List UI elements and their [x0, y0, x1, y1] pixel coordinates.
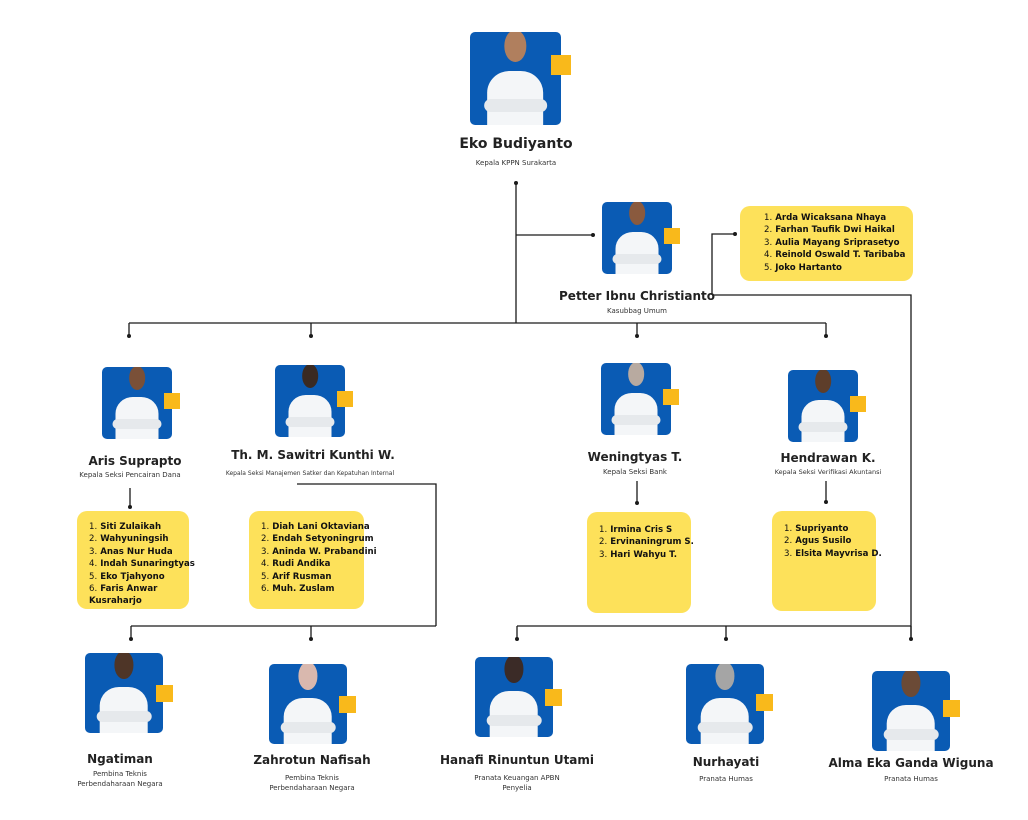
- staff-item: 1.Supriyanto: [784, 524, 849, 534]
- staff-item: 3.Aninda W. Prabandini: [261, 546, 377, 557]
- accent-square: [164, 393, 180, 409]
- connector-dot: [128, 505, 132, 509]
- connector-dot: [635, 334, 639, 338]
- person-silhouette-icon: [96, 653, 152, 733]
- functional-name: Nurhayati: [692, 755, 760, 769]
- section-head-name: Weningtyas T.: [587, 450, 683, 464]
- section-head-role: Kepala Seksi Manajemen Satker dan Kepatu…: [225, 470, 395, 477]
- functional-name: Zahrotun Nafisah: [253, 753, 371, 767]
- connector-dot: [733, 232, 737, 236]
- staff-item: 2.Wahyuningsih: [89, 534, 169, 545]
- section-head-name: Aris Suprapto: [88, 454, 182, 468]
- staff-item: 1.Diah Lani Oktaviana: [261, 522, 370, 532]
- staff-item: 2.Endah Setyoningrum: [261, 534, 374, 545]
- section-head-name: Th. M. Sawitri Kunthi W.: [231, 448, 395, 462]
- accent-square: [545, 689, 562, 706]
- person-silhouette-icon: [483, 32, 548, 125]
- accent-square: [551, 55, 571, 75]
- subhead-name: Petter Ibnu Christianto: [559, 289, 715, 303]
- section-head-role: Kepala Seksi Bank: [603, 468, 667, 476]
- person-silhouette-icon: [486, 657, 542, 737]
- section-head-name: Hendrawan K.: [780, 451, 876, 465]
- staff-item: 2.Agus Susilo: [784, 536, 852, 547]
- staff-item: 2.Farhan Taufik Dwi Haikal: [764, 225, 895, 236]
- person-silhouette-icon: [112, 367, 162, 439]
- functional-photo: [872, 671, 950, 751]
- connector-subhead-staff: [711, 233, 735, 295]
- accent-square: [850, 396, 866, 412]
- staff-item: 4.Rudi Andika: [261, 559, 331, 570]
- connector-dot: [591, 233, 595, 237]
- functional-photo: [269, 664, 347, 744]
- connector-dot: [909, 637, 913, 641]
- staff-item: 5.Joko Hartanto: [764, 262, 842, 273]
- connector-dot: [309, 637, 313, 641]
- head-photo: [470, 32, 561, 125]
- connector-dot: [824, 500, 828, 504]
- section-photo: [788, 370, 858, 442]
- accent-square: [943, 700, 960, 717]
- staff-item: 5.Arif Rusman: [261, 571, 332, 582]
- staff-item: 1.Arda Wicaksana Nhaya: [764, 213, 887, 223]
- section-staff-box: 1.Irmina Cris S 2.Ervinaningrum S. 3.Har…: [587, 512, 694, 613]
- functional-role: Pranata Keuangan APBN Penyelia: [474, 774, 560, 792]
- connector-dot: [309, 334, 313, 338]
- person-silhouette-icon: [612, 202, 662, 274]
- staff-item: 3.Aulia Mayang Sriprasetyo: [764, 237, 900, 248]
- connector-dot: [129, 637, 133, 641]
- accent-square: [339, 696, 356, 713]
- connector-dot: [515, 637, 519, 641]
- functional-role: Pembina Teknis Perbendaharaan Negara: [77, 770, 163, 788]
- connector-dot: [127, 334, 131, 338]
- accent-square: [664, 228, 680, 244]
- section-photo: [601, 363, 671, 435]
- section-staff-box: 1.Supriyanto 2.Agus Susilo 3.Elsita Mayv…: [772, 511, 882, 611]
- functional-name: Alma Eka Ganda Wiguna: [828, 756, 994, 770]
- functional-role: Pranata Humas: [699, 775, 753, 783]
- section-staff-box: 1.Siti Zulaikah 2.Wahyuningsih 3.Anas Nu…: [77, 511, 195, 609]
- staff-item: 4.Indah Sunaringtyas: [89, 559, 195, 570]
- section-staff-box: 1.Diah Lani Oktaviana 2.Endah Setyoningr…: [249, 511, 377, 609]
- connector-dot: [514, 181, 518, 185]
- section-head-role: Kepala Seksi Verifikasi Akuntansi: [774, 468, 882, 476]
- section-photo: [102, 367, 172, 439]
- subhead-staff-box: 1.Arda Wicaksana Nhaya 2.Farhan Taufik D…: [740, 206, 913, 281]
- connector-dot: [635, 501, 639, 505]
- functional-name: Hanafi Rinuntun Utami: [439, 753, 595, 767]
- functional-photo: [85, 653, 163, 733]
- head-role: Kepala KPPN Surakarta: [475, 159, 557, 167]
- staff-item: 3.Anas Nur Huda: [89, 546, 173, 557]
- staff-item: 3.Elsita Mayvrisa D.: [784, 548, 882, 559]
- functional-name: Ngatiman: [87, 752, 153, 766]
- person-silhouette-icon: [883, 671, 939, 751]
- staff-item: 1.Siti Zulaikah: [89, 522, 162, 532]
- section-photo: [275, 365, 345, 437]
- subhead-photo: [602, 202, 672, 274]
- functional-role: Pembina Teknis Perbendaharaan Negara: [269, 774, 355, 792]
- staff-item: 1.Irmina Cris S: [599, 525, 673, 535]
- accent-square: [663, 389, 679, 405]
- person-silhouette-icon: [280, 664, 336, 744]
- staff-item: 3.Hari Wahyu T.: [599, 549, 677, 560]
- connector-dot: [824, 334, 828, 338]
- staff-item: 4.Reinold Oswald T. Taribaba: [764, 250, 906, 261]
- head-name: Eko Budiyanto: [459, 136, 573, 152]
- accent-square: [337, 391, 353, 407]
- staff-item: 6.Muh. Zuslam: [261, 584, 335, 595]
- person-silhouette-icon: [798, 370, 848, 442]
- section-head-role: Kepala Seksi Pencairan Dana: [79, 471, 181, 479]
- person-silhouette-icon: [697, 664, 753, 744]
- functional-photo: [475, 657, 553, 737]
- person-silhouette-icon: [285, 365, 335, 437]
- functional-photo: [686, 664, 764, 744]
- staff-item: 5.Eko Tjahyono: [89, 571, 165, 582]
- accent-square: [756, 694, 773, 711]
- functional-role: Pranata Humas: [884, 775, 938, 783]
- staff-item: 2.Ervinaningrum S.: [599, 537, 694, 548]
- person-silhouette-icon: [611, 363, 661, 435]
- accent-square: [156, 685, 173, 702]
- connector-dot: [724, 637, 728, 641]
- staff-item: 6.Faris Anwar Kusraharjo: [89, 584, 158, 607]
- subhead-role: Kasubbag Umum: [607, 307, 667, 315]
